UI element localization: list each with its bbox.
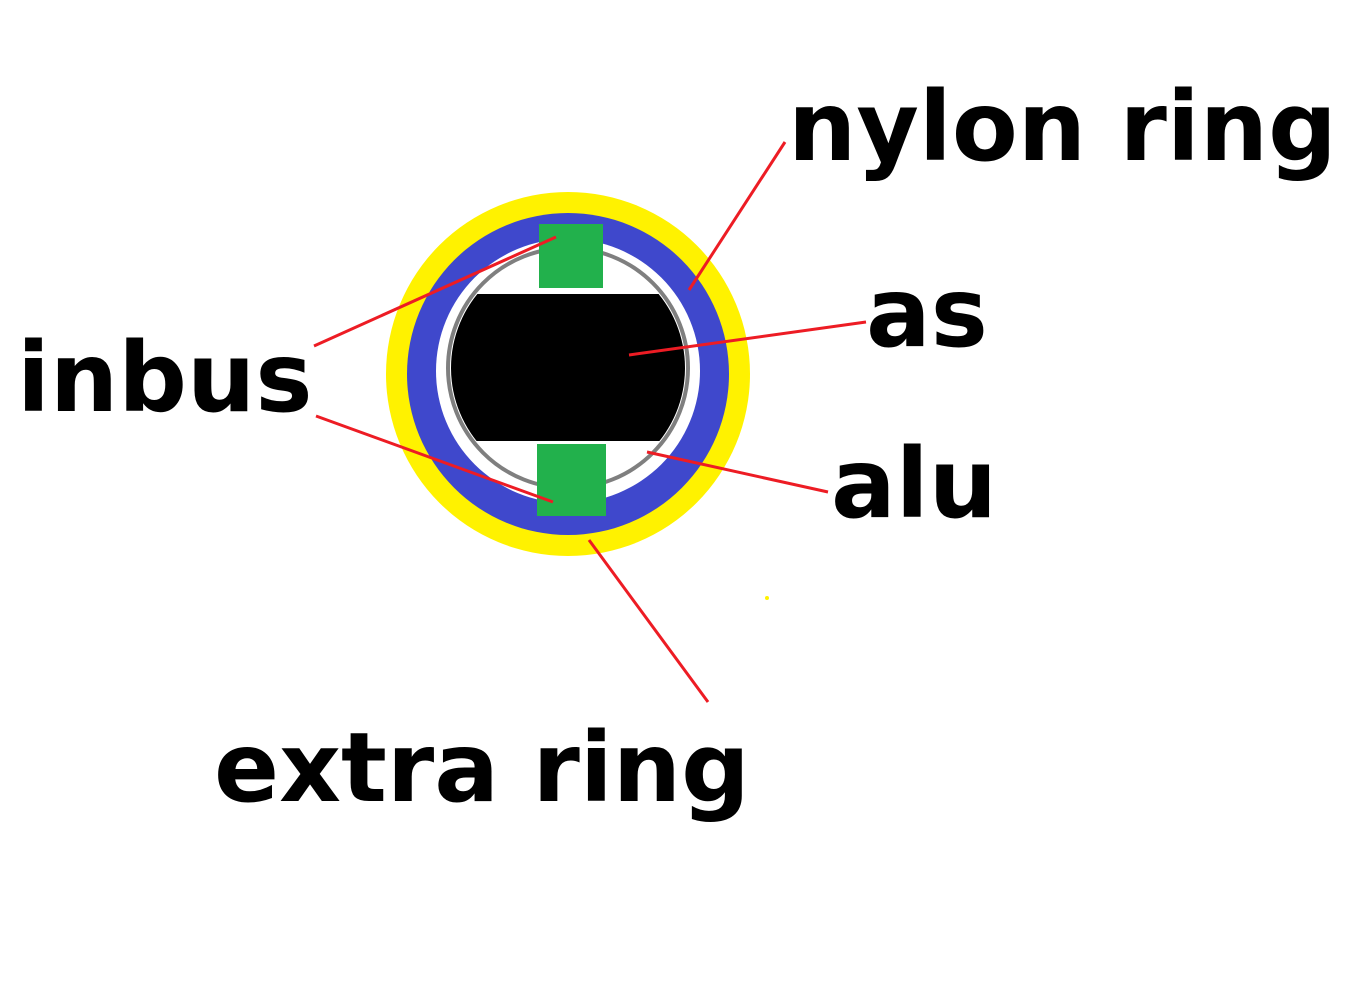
leader-inbus-top <box>313 235 557 348</box>
label-alu: alu <box>831 428 997 540</box>
leader-inbus-bottom <box>315 414 554 504</box>
label-extra-ring: extra ring <box>214 712 750 824</box>
label-nylon-ring: nylon ring <box>788 71 1337 183</box>
leader-extra-ring <box>587 539 710 703</box>
leader-alu <box>646 450 829 494</box>
leader-lines <box>313 141 867 703</box>
label-as: as <box>866 257 988 369</box>
leader-as <box>628 320 867 357</box>
inbus-top-shape <box>539 224 603 288</box>
inbus-bottom-shape <box>537 444 606 516</box>
leader-nylon-ring <box>687 141 787 291</box>
stray-dot <box>765 596 769 600</box>
as-shape <box>451 294 685 441</box>
label-inbus: inbus <box>17 322 312 434</box>
